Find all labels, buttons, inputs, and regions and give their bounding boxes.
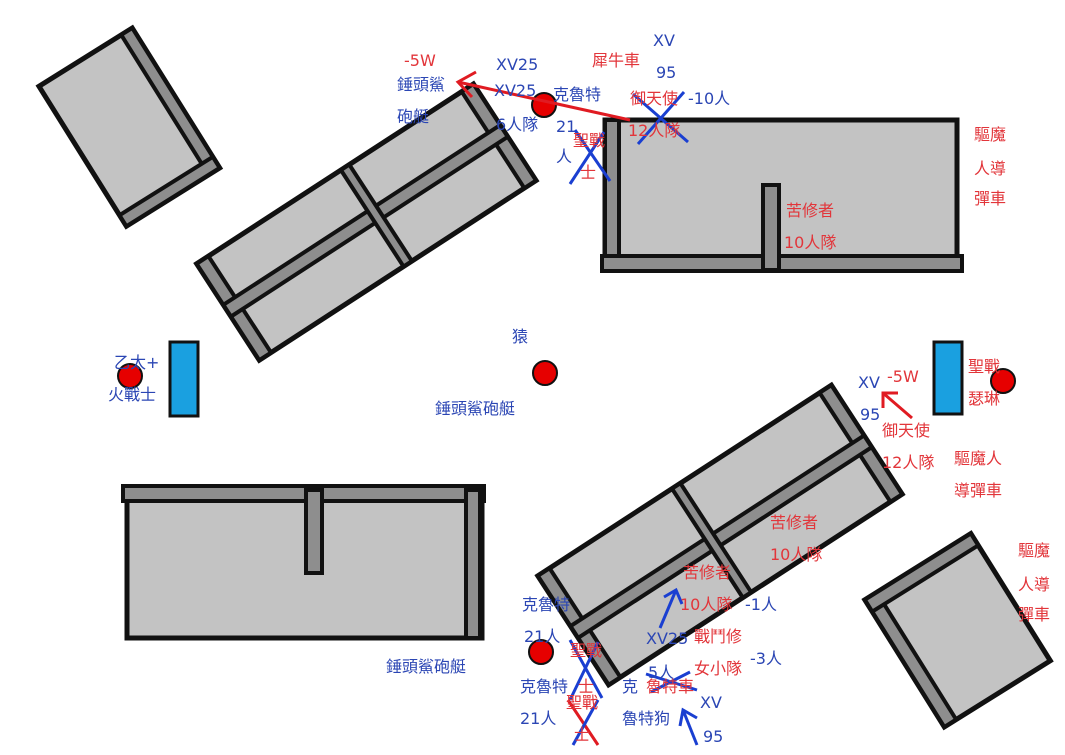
unit-label: 克 — [622, 677, 639, 696]
unit-label: 砲艇 — [397, 107, 430, 126]
blue-arrow-low-left — [658, 587, 684, 629]
unit-label: 御天使 — [882, 421, 931, 440]
objective-marker-center — [532, 360, 558, 386]
unit-label: 苦修者 — [683, 563, 732, 582]
unit-label: 導彈車 — [954, 481, 1003, 500]
unit-label: 6人隊 — [496, 115, 539, 134]
ruin-top-center — [193, 80, 540, 364]
unit-label: 戰鬥修 — [694, 627, 743, 646]
unit-label: 12人隊 — [628, 121, 681, 140]
unit-label: 聖戰 — [570, 641, 603, 660]
blue-arrow-low-right — [678, 707, 699, 746]
unit-label: 錘頭鯊砲艇 — [435, 399, 516, 418]
unit-label: 95 — [656, 63, 677, 82]
unit-label: 瑟琳 — [968, 389, 1001, 408]
unit-label: 95 — [860, 405, 881, 424]
objective-marker-left — [117, 363, 143, 389]
unit-label: 95 — [703, 727, 724, 746]
unit-label: 人導 — [1018, 575, 1051, 594]
unit-label: 5人 — [648, 663, 675, 682]
unit-label: 驅魔 — [1018, 541, 1051, 560]
unit-label: 克魯特 — [520, 677, 569, 696]
unit-label: -10人 — [688, 89, 731, 108]
unit-label: 人 — [556, 147, 573, 166]
unit-label: XV — [653, 31, 675, 50]
ruin-bottom-right — [861, 530, 1054, 731]
unit-label: -5W — [404, 51, 436, 70]
red-arrow-right — [881, 391, 913, 420]
unit-label: 10人隊 — [770, 545, 823, 564]
unit-label: 人導 — [974, 159, 1007, 178]
unit-label: 女小隊 — [694, 659, 743, 678]
unit-label: 魯特狗 — [622, 709, 671, 728]
unit-label: 火戰士 — [108, 385, 157, 404]
blue-slash-low — [571, 699, 600, 746]
unit-label: 12人隊 — [882, 453, 935, 472]
unit-label: 苦修者 — [786, 201, 835, 220]
objective-marker-bottom — [528, 639, 554, 665]
unit-label: 驅魔人 — [954, 449, 1003, 468]
unit-label: -5W — [887, 367, 919, 386]
unit-label: 魯特車 — [646, 677, 695, 696]
unit-label: 士 — [578, 677, 595, 696]
red-arrow-top — [455, 70, 631, 122]
unit-label: 彈車 — [1018, 605, 1051, 624]
unit-label: 乙太+ — [114, 353, 160, 372]
unit-label: 驅魔 — [974, 125, 1007, 144]
unit-label: 21人 — [524, 627, 561, 646]
unit-label: XV25 — [494, 81, 537, 100]
unit-label: 錘頭鯊砲艇 — [386, 657, 467, 676]
building-top-right — [600, 117, 964, 273]
unit-label: 10人隊 — [784, 233, 837, 252]
unit-label: XV25 — [496, 55, 539, 74]
unit-label: -1人 — [745, 595, 777, 614]
unit-label: 21人 — [520, 709, 557, 728]
unit-label: 御天使 — [630, 89, 679, 108]
blue-x-low-1 — [568, 639, 604, 701]
unit-label: 聖戰 — [968, 357, 1001, 376]
unit-label: 21 — [556, 117, 577, 136]
blue-x-low-2 — [645, 670, 698, 694]
unit-label: 錘頭鯊 — [397, 75, 446, 94]
red-x-low — [566, 699, 600, 746]
unit-label: 聖戰 — [566, 693, 599, 712]
blue-x-crusader — [568, 129, 612, 185]
unit-label: 彈車 — [974, 189, 1007, 208]
unit-label: 士 — [580, 163, 597, 182]
building-bottom-left — [121, 484, 486, 641]
ruin-bottom-center — [534, 381, 906, 689]
blue-x-seraphim — [632, 91, 689, 145]
unit-label: 苦修者 — [770, 513, 819, 532]
objective-marker-right — [990, 368, 1016, 394]
unit-label: 士 — [574, 725, 591, 744]
ruin-top-left — [35, 24, 224, 230]
unit-label: XV25 — [646, 629, 689, 648]
barricade-left — [168, 340, 200, 418]
unit-label: -3人 — [750, 649, 782, 668]
unit-label: 10人隊 — [680, 595, 733, 614]
unit-label: 克魯特 — [522, 595, 571, 614]
unit-label: 聖戰 — [573, 131, 606, 150]
barricade-right — [932, 340, 964, 416]
unit-label: 犀牛車 — [592, 51, 641, 70]
unit-label: 克魯特 — [553, 85, 602, 104]
unit-label: 猿 — [512, 327, 529, 346]
unit-label: XV — [858, 373, 880, 392]
unit-label: XV — [700, 693, 722, 712]
